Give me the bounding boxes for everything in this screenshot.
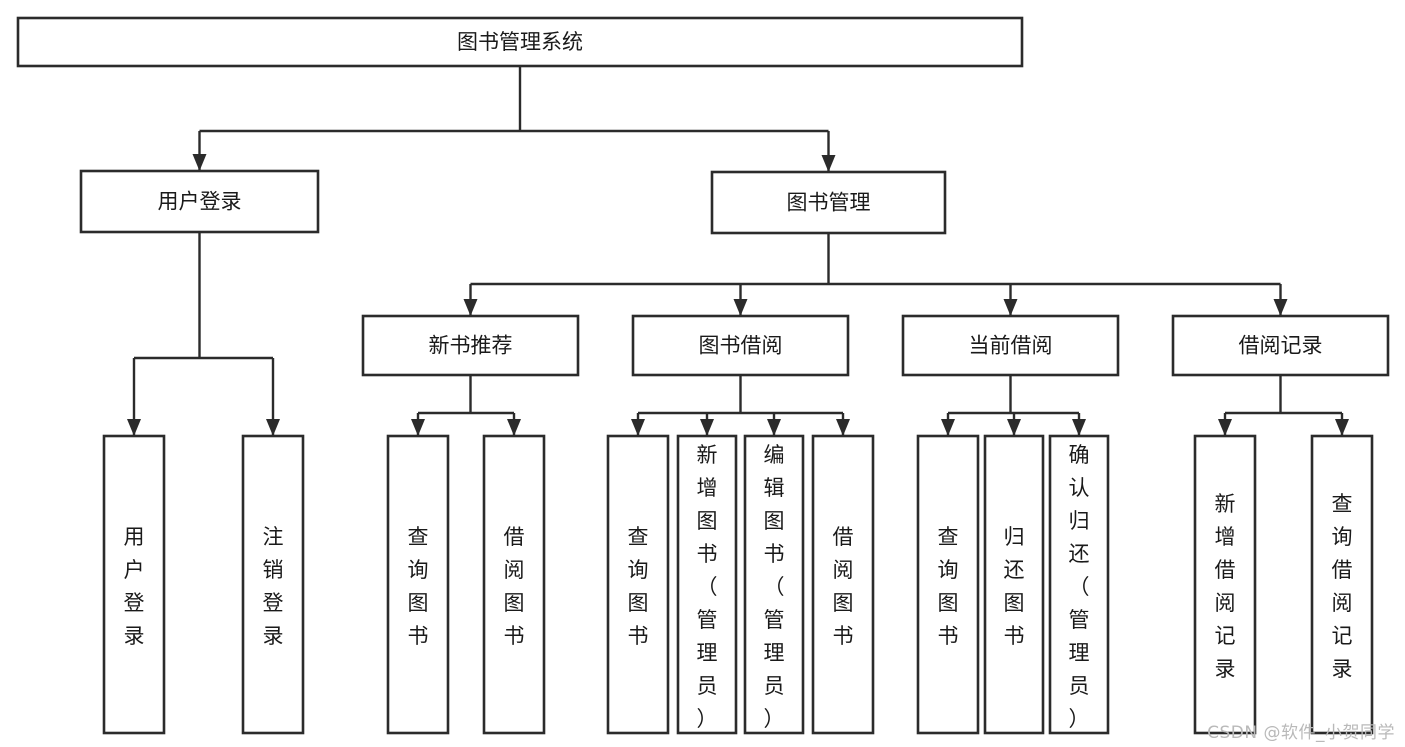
node-record[interactable]: 借阅记录 [1171, 314, 1390, 377]
node-label: 图书管理系统 [457, 30, 583, 54]
node-leaf-12[interactable]: 新增借阅记录 [1193, 434, 1257, 735]
node-label: 图书借阅 [699, 334, 783, 358]
edge-group-newbook [411, 375, 521, 436]
node-newbook[interactable]: 新书推荐 [361, 314, 580, 377]
node-box[interactable] [811, 434, 875, 735]
node-label: 新增借阅记录 [1215, 492, 1236, 681]
node-box[interactable] [901, 314, 1120, 377]
node-box[interactable] [482, 434, 546, 735]
node-label: 借阅图书 [504, 525, 525, 648]
node-label: 查询借阅记录 [1332, 492, 1353, 681]
edge-group-current [941, 375, 1086, 436]
node-label: 当前借阅 [969, 334, 1053, 358]
node-label: 借阅图书 [833, 525, 854, 648]
node-leaf-8[interactable]: 借阅图书 [811, 434, 875, 735]
node-leaf-13[interactable]: 查询借阅记录 [1310, 434, 1374, 735]
node-box[interactable] [16, 16, 1024, 68]
node-box[interactable] [241, 434, 305, 735]
node-box[interactable] [79, 169, 320, 234]
node-bookmgmt[interactable]: 图书管理 [710, 170, 947, 235]
node-box[interactable] [361, 314, 580, 377]
edge-group-borrow [631, 375, 850, 436]
node-label: 查询图书 [628, 525, 649, 648]
node-box[interactable] [1048, 434, 1110, 735]
node-label: 确认归还（管理员） [1069, 443, 1090, 731]
node-box[interactable] [916, 434, 980, 735]
node-current[interactable]: 当前借阅 [901, 314, 1120, 377]
node-leaf-6[interactable]: 新增图书（管理员） [676, 434, 738, 735]
node-label: 借阅记录 [1239, 334, 1323, 358]
node-label: 查询图书 [938, 525, 959, 648]
nodes-layer: 图书管理系统用户登录图书管理新书推荐图书借阅当前借阅借阅记录用户登录注销登录查询… [16, 16, 1390, 735]
node-box[interactable] [386, 434, 450, 735]
node-label: 用户登录 [124, 525, 145, 648]
edge-group-record [1218, 375, 1349, 436]
node-label: 查询图书 [408, 525, 429, 648]
node-leaf-2[interactable]: 注销登录 [241, 434, 305, 735]
edge-group-login [127, 232, 280, 436]
node-leaf-11[interactable]: 确认归还（管理员） [1048, 434, 1110, 735]
node-box[interactable] [102, 434, 166, 735]
node-label: 新增图书（管理员） [697, 443, 718, 731]
node-box[interactable] [1171, 314, 1390, 377]
node-leaf-3[interactable]: 查询图书 [386, 434, 450, 735]
node-login[interactable]: 用户登录 [79, 169, 320, 234]
node-label: 图书管理 [787, 191, 871, 215]
node-box[interactable] [983, 434, 1045, 735]
node-box[interactable] [606, 434, 670, 735]
node-root[interactable]: 图书管理系统 [16, 16, 1024, 68]
node-leaf-4[interactable]: 借阅图书 [482, 434, 546, 735]
node-box[interactable] [1310, 434, 1374, 735]
node-label: 编辑图书（管理员） [764, 443, 785, 731]
node-label: 用户登录 [158, 190, 242, 214]
node-box[interactable] [676, 434, 738, 735]
node-label: 归还图书 [1004, 525, 1025, 648]
node-borrow[interactable]: 图书借阅 [631, 314, 850, 377]
node-box[interactable] [1193, 434, 1257, 735]
node-box[interactable] [631, 314, 850, 377]
node-label: 注销登录 [263, 525, 284, 648]
node-leaf-1[interactable]: 用户登录 [102, 434, 166, 735]
node-label: 新书推荐 [429, 334, 513, 358]
node-box[interactable] [743, 434, 805, 735]
edge-group-bookmgmt [463, 233, 1288, 316]
edges-layer [127, 66, 1349, 436]
node-leaf-5[interactable]: 查询图书 [606, 434, 670, 735]
watermark-text: CSDN @软件_小贺同学 [1207, 723, 1395, 743]
node-leaf-7[interactable]: 编辑图书（管理员） [743, 434, 805, 735]
node-leaf-10[interactable]: 归还图书 [983, 434, 1045, 735]
node-leaf-9[interactable]: 查询图书 [916, 434, 980, 735]
edge-group-root [192, 66, 836, 172]
node-box[interactable] [710, 170, 947, 235]
